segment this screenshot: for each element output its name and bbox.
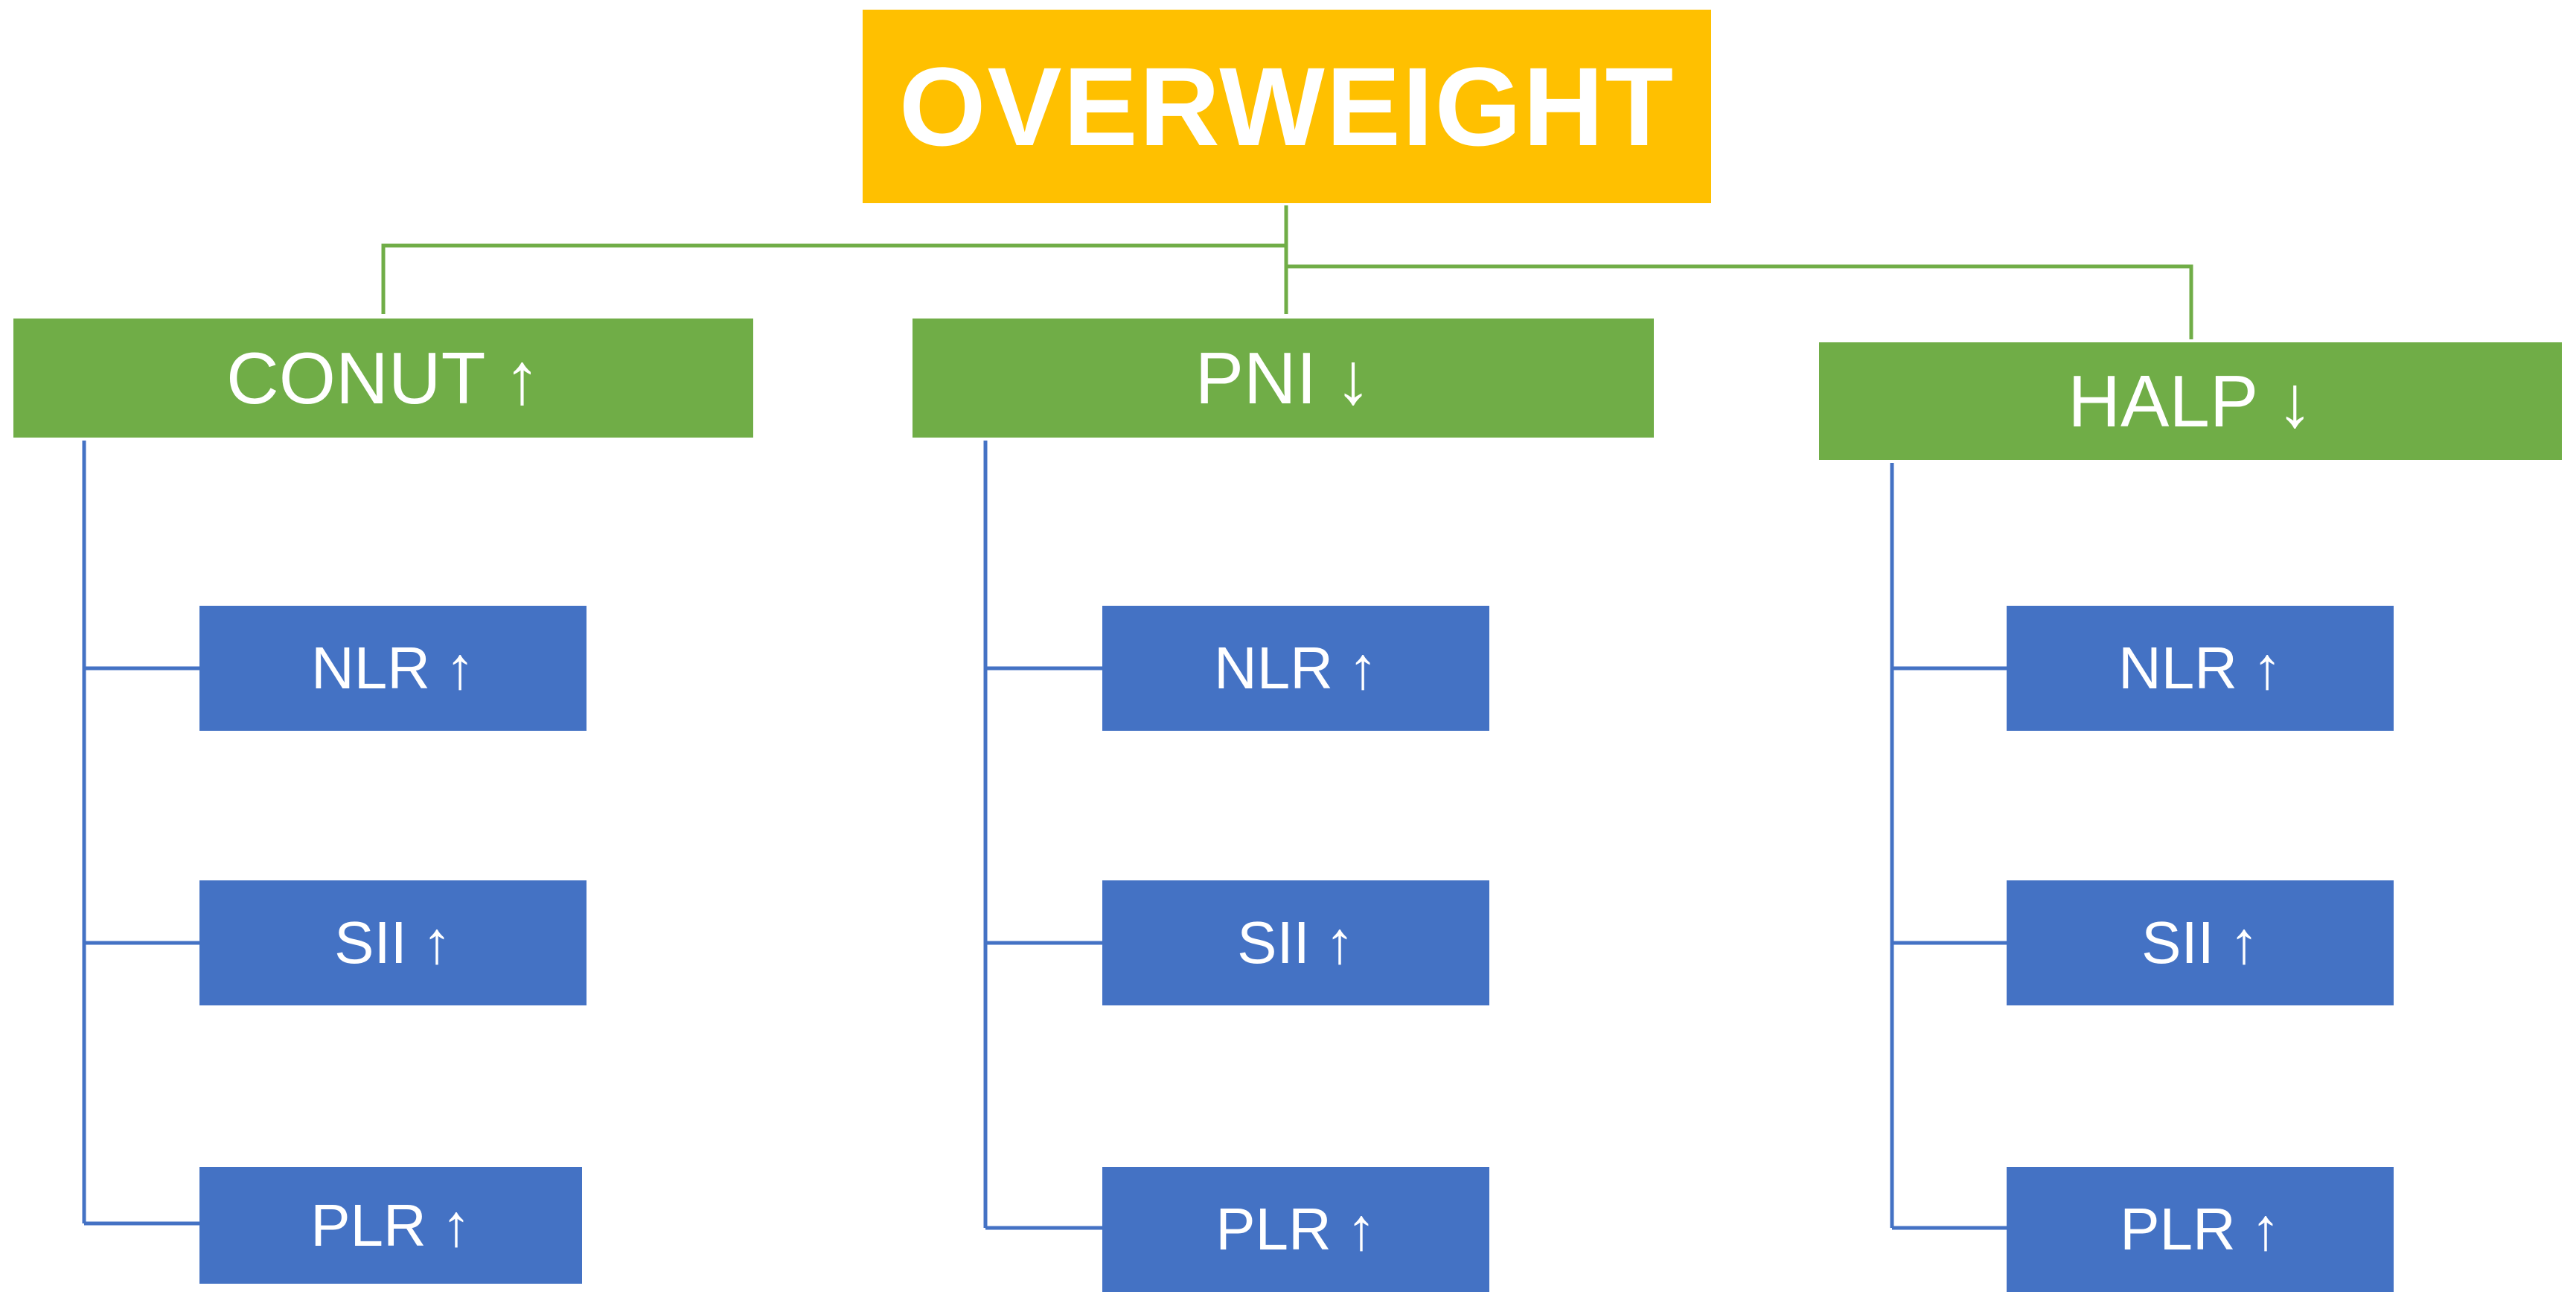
indicator-node-sii: SII↑ <box>1102 880 1489 1005</box>
down-arrow-icon: ↓ <box>2276 359 2313 442</box>
indicator-label: SII <box>1237 909 1310 976</box>
up-arrow-icon: ↑ <box>445 635 476 701</box>
indicator-node-sii: SII↑ <box>199 880 587 1005</box>
category-node-conut: CONUT↑ <box>13 319 753 438</box>
indicator-node-nlr: NLR↑ <box>199 606 587 731</box>
indicator-node-plr: PLR↑ <box>199 1167 582 1284</box>
indicator-node-sii: SII↑ <box>2007 880 2394 1005</box>
category-node-halp: HALP↓ <box>1819 342 2562 460</box>
indicator-node-nlr: NLR↑ <box>2007 606 2394 731</box>
indicator-node-nlr: NLR↑ <box>1102 606 1489 731</box>
up-arrow-icon: ↑ <box>503 336 540 419</box>
indicator-label: SII <box>2141 909 2214 976</box>
category-label: PNI <box>1195 336 1317 419</box>
category-label: CONUT <box>226 336 486 419</box>
indicator-label: NLR <box>310 635 431 701</box>
down-arrow-icon: ↓ <box>1335 336 1372 419</box>
root-label: OVERWEIGHT <box>898 43 1675 169</box>
category-label: HALP <box>2068 359 2259 442</box>
indicator-node-plr: PLR↑ <box>2007 1167 2394 1292</box>
up-arrow-icon: ↑ <box>2228 909 2259 976</box>
up-arrow-icon: ↑ <box>1324 909 1355 976</box>
indicator-label: NLR <box>1213 635 1334 701</box>
up-arrow-icon: ↑ <box>2250 1196 2281 1262</box>
up-arrow-icon: ↑ <box>441 1191 471 1258</box>
category-node-pni: PNI↓ <box>913 319 1654 438</box>
connector-root-halp <box>1284 205 2193 339</box>
indicator-label: PLR <box>310 1191 426 1258</box>
up-arrow-icon: ↑ <box>421 909 452 976</box>
connector-root-conut <box>381 205 1288 314</box>
root-node-overweight: OVERWEIGHT <box>863 10 1711 203</box>
up-arrow-icon: ↑ <box>1346 1196 1376 1262</box>
indicator-label: NLR <box>2118 635 2238 701</box>
indicator-node-plr: PLR↑ <box>1102 1167 1489 1292</box>
indicator-label: PLR <box>1215 1196 1332 1262</box>
up-arrow-icon: ↑ <box>1348 635 1378 701</box>
up-arrow-icon: ↑ <box>2252 635 2283 701</box>
indicator-label: PLR <box>2120 1196 2236 1262</box>
indicator-label: SII <box>334 909 407 976</box>
